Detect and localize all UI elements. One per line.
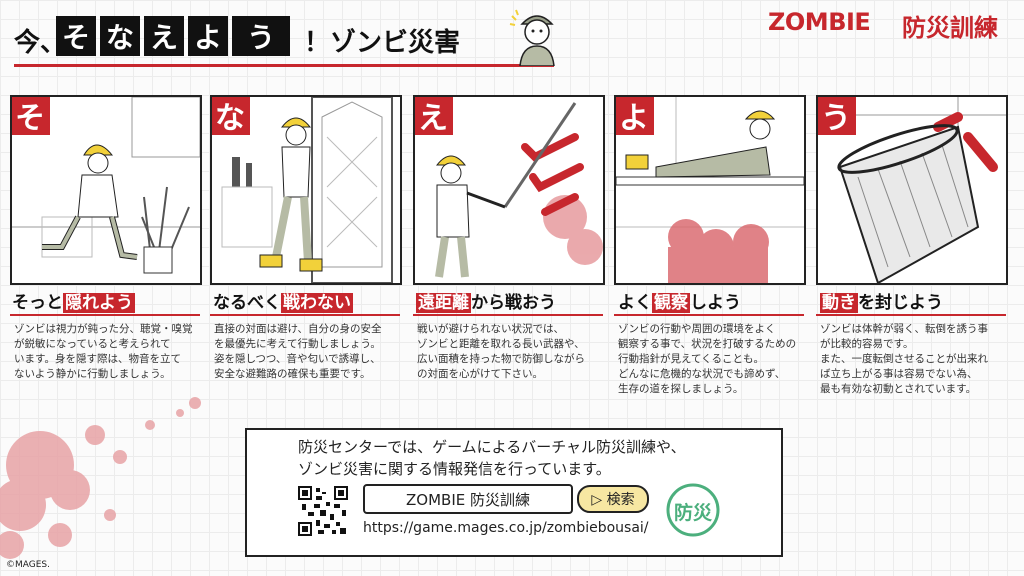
title-kana-box-1: そ — [56, 16, 96, 56]
panel-2-title: なるべく戦わない — [213, 293, 353, 313]
title-kana-box-3: え — [144, 16, 184, 56]
header-bar: 今、 そ な え よ う ！ゾンビ災害 ZOMBIE 防災訓練 — [0, 0, 1024, 70]
observation-scene-illustration — [616, 97, 804, 283]
panel-1-title-highlight: 隠れよう — [63, 293, 135, 313]
blood-splatter-decoration — [0, 397, 201, 559]
search-button[interactable]: ▷ 検索 — [577, 485, 649, 513]
hiding-scene-illustration — [12, 97, 200, 274]
copyright-notice: ©MAGES. — [6, 560, 50, 570]
info-text-line-1: 防災センターでは、ゲームによるバーチャル防災訓練や、 — [298, 438, 686, 456]
title-underline — [14, 64, 554, 67]
restrain-scene-illustration — [818, 97, 1006, 283]
panel-1-body: ゾンビは視力が鈍った分、聴覚・嗅覚 が鋭敏になっていると考えられて います。身を… — [14, 323, 193, 380]
panel-3-title-highlight: 遠距離 — [416, 293, 471, 313]
panel-1-title: そっと隠れよう — [12, 293, 135, 313]
mascot-guide-illustration — [509, 9, 555, 66]
panel-4-title: よく観察しよう — [618, 293, 741, 313]
panel-4-body: ゾンビの行動や周囲の環境をよく 観察する事で、状況を打破するための 行動指針が見… — [618, 323, 797, 395]
panel-5-title-highlight: 動き — [820, 293, 858, 313]
website-url-link[interactable]: https://game.mages.co.jp/zombiebousai/ — [363, 520, 649, 536]
panel-2-title-highlight: 戦わない — [281, 293, 353, 313]
panel-restrain-illustration: う — [816, 95, 1008, 285]
panel-kana-badge: え — [415, 97, 453, 136]
avoid-fight-scene-illustration — [221, 97, 393, 283]
panel-4-divider — [614, 314, 804, 316]
qr-code[interactable] — [298, 486, 348, 536]
panel-kana-badge: そ — [12, 97, 50, 136]
panel-avoid-illustration: な — [210, 95, 402, 285]
title-kana-box-5: う — [232, 16, 290, 56]
distance-fight-scene-illustration — [435, 102, 603, 278]
panel-1-divider — [10, 314, 200, 316]
panel-2-body: 直接の対面は避け、自分の身の安全 を最優先に考えて行動しましょう。 姿を隠しつつ… — [214, 323, 382, 380]
bousai-stamp-logo: 防災 — [665, 482, 721, 538]
panel-3-title: 遠距離から戦おう — [416, 293, 556, 313]
title-kana-box-4: よ — [188, 16, 228, 56]
panel-5-divider — [816, 314, 1006, 316]
panel-5-title: 動きを封じよう — [820, 293, 943, 313]
panel-3-body: 戦いが避けられない状況では、 ゾンビと距離を取れる長い武器や、 広い面積を持った… — [417, 323, 585, 380]
stamp-text: 防災 — [674, 502, 713, 524]
panel-4-title-highlight: 観察 — [652, 293, 690, 313]
panel-distance-illustration: え — [413, 95, 605, 285]
panel-hide-illustration: そ — [10, 95, 202, 285]
title-tail: ！ゾンビ災害 — [304, 28, 461, 58]
brand-logo-japanese: 防災訓練 — [902, 14, 998, 42]
info-text-line-2: ゾンビ災害に関する情報発信を行っています。 — [298, 460, 611, 478]
panel-kana-badge: よ — [616, 97, 654, 136]
brand-logo-latin: ZOMBIE — [768, 8, 871, 36]
search-field[interactable]: ZOMBIE 防災訓練 — [363, 484, 573, 514]
panel-kana-badge: う — [818, 97, 856, 136]
panel-5-body: ゾンビは体幹が弱く、転倒を誘う事 が比較的容易です。 また、一度転倒させることが… — [820, 323, 988, 395]
stamp-circle-icon — [666, 483, 720, 537]
panel-2-divider — [210, 314, 400, 316]
panel-3-divider — [413, 314, 603, 316]
panel-kana-badge: な — [212, 97, 250, 136]
panel-observe-illustration: よ — [614, 95, 806, 285]
title-kana-box-2: な — [100, 16, 140, 56]
